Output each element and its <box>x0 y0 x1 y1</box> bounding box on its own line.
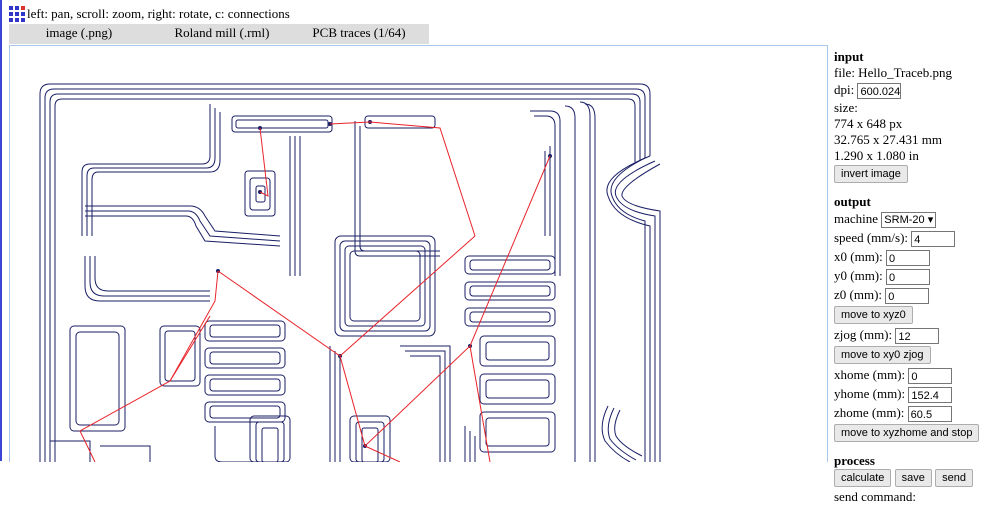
connection-lines <box>79 121 551 462</box>
file-name: file: Hello_Traceb.png <box>834 65 952 80</box>
speed-label: speed (mm/s): <box>834 230 909 245</box>
z0-field[interactable]: 0 <box>885 288 930 305</box>
zhome-label: zhome (mm): <box>834 405 905 420</box>
size-in: 1.290 x 1.080 in <box>834 148 919 163</box>
y0-label: y0 (mm): <box>834 268 883 283</box>
z0-label: z0 (mm): <box>834 287 883 302</box>
tab-roland-mill[interactable]: Roland mill (.rml) <box>174 25 270 40</box>
toolpath-canvas[interactable] <box>10 46 827 462</box>
invert-image-button[interactable]: invert image <box>834 165 908 183</box>
send-button[interactable]: send <box>935 469 974 487</box>
size-label: size: <box>834 100 858 115</box>
send-command-label: send command: <box>834 489 916 504</box>
zjog-label: zjog (mm): <box>834 327 893 342</box>
toolpath-viewer[interactable] <box>9 45 828 462</box>
board-outline-traces <box>39 83 661 462</box>
size-px: 774 x 648 px <box>834 116 903 131</box>
speed-field[interactable]: 4 <box>911 231 956 248</box>
calculate-button[interactable]: calculate <box>834 469 892 487</box>
size-mm: 32.765 x 27.431 mm <box>834 132 942 147</box>
x0-label: x0 (mm): <box>834 249 883 264</box>
settings-panel: input file: Hello_Traceb.png dpi: 600.02… <box>834 49 1002 505</box>
pad-dots <box>216 120 552 448</box>
x0-field[interactable]: 0 <box>886 250 930 267</box>
move-to-home-button[interactable]: move to xyzhome and stop <box>834 424 980 442</box>
output-heading: output <box>834 194 871 209</box>
input-heading: input <box>834 49 864 64</box>
window-edge <box>0 0 2 461</box>
mods-grid-icon <box>9 6 25 22</box>
machine-label: machine <box>834 211 879 226</box>
machine-select[interactable]: SRM-20 ▾ <box>881 212 937 229</box>
save-button[interactable]: save <box>894 469 932 487</box>
dpi-label: dpi: <box>834 82 855 97</box>
move-to-xyz0-button[interactable]: move to xyz0 <box>834 306 913 324</box>
module-tab-bar: image (.png) Roland mill (.rml) PCB trac… <box>9 24 429 44</box>
tab-pcb-traces[interactable]: PCB traces (1/64) <box>312 25 406 40</box>
zjog-field[interactable]: 12 <box>895 328 940 345</box>
xhome-field[interactable]: 0 <box>908 368 953 385</box>
tab-image-png[interactable]: image (.png) <box>45 25 113 40</box>
middle-right-traces <box>329 235 556 462</box>
instructions-text: left: pan, scroll: zoom, right: rotate, … <box>27 6 290 21</box>
xhome-label: xhome (mm): <box>834 367 906 382</box>
middle-left-traces <box>50 205 291 462</box>
machine-value: SRM-20 <box>884 214 925 227</box>
upper-pad-traces <box>81 101 596 462</box>
dpi-field[interactable]: 600.024 <box>857 83 902 100</box>
zhome-field[interactable]: 60.5 <box>907 406 952 423</box>
yhome-field[interactable]: 152.4 <box>908 387 953 404</box>
y0-field[interactable]: 0 <box>886 269 930 286</box>
move-to-xy0-zjog-button[interactable]: move to xy0 zjog <box>834 346 931 364</box>
yhome-label: yhome (mm): <box>834 386 906 401</box>
chevron-down-icon: ▾ <box>927 214 934 227</box>
